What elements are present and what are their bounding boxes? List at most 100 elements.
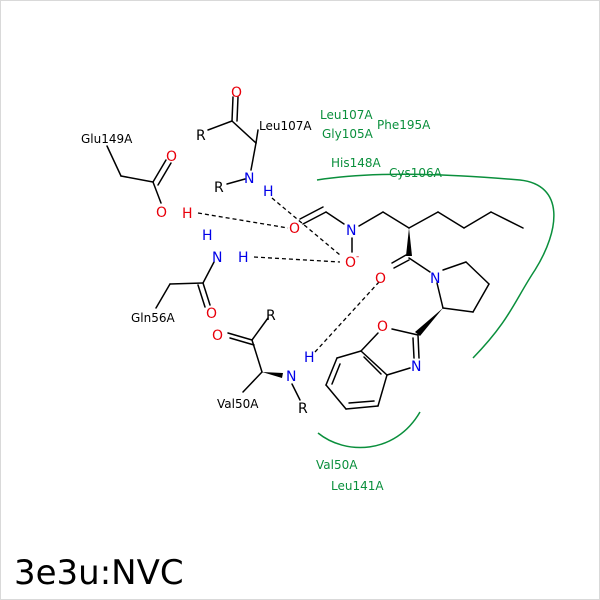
bond [412, 337, 415, 359]
atom-o: O [156, 205, 167, 221]
bond [157, 162, 172, 186]
atom-r: R [266, 308, 276, 324]
bond [345, 405, 379, 410]
bond [152, 181, 162, 204]
hbond-glu149-oh [197, 212, 289, 229]
bond [463, 211, 492, 229]
atom-h: H [263, 184, 274, 200]
bond [251, 339, 263, 373]
residue-label-gln56: Gln56A [131, 311, 176, 325]
hydrophobic-label-leu107: Leu107A [320, 108, 373, 122]
wedge-bond [406, 228, 412, 256]
bond [391, 254, 407, 264]
atom-h: H [202, 228, 213, 244]
residue-labels: Glu149A Leu107A Gln56A Val50A [81, 119, 312, 411]
hydrophobic-label-leu141: Leu141A [331, 479, 384, 493]
hbond-gln56-nh [253, 256, 341, 263]
hydrophobic-residue-labels: Leu107A Gly105A Phe195A His148A Cys106A … [316, 108, 443, 493]
bond [358, 211, 384, 227]
bond [408, 257, 431, 273]
hbond-val50-nh [314, 281, 380, 353]
hydrophobic-label-cys106: Cys106A [389, 166, 443, 180]
bond [169, 282, 204, 285]
hydrophobic-arcs [316, 173, 555, 449]
hydrogen-bonds [197, 197, 380, 353]
atom-r: R [196, 128, 206, 144]
atom-o: O [345, 255, 356, 271]
bonds [106, 96, 524, 410]
bond [231, 120, 257, 144]
atom-o: O [375, 271, 386, 287]
bond [299, 206, 324, 220]
bond [302, 211, 327, 225]
bond [386, 367, 411, 376]
bond [417, 334, 420, 359]
hydrophobic-arc-bottom [317, 411, 421, 449]
bond [236, 96, 239, 122]
atom-o: O [166, 149, 177, 165]
atom-n: N [430, 271, 440, 287]
hydrophobic-label-gly105: Gly105A [322, 127, 374, 141]
bond [202, 282, 211, 306]
bond [152, 159, 167, 183]
residue-label-leu107: Leu107A [259, 119, 312, 133]
bond [442, 307, 474, 313]
hbond-leu107-nh [271, 197, 341, 256]
bond [325, 211, 345, 225]
bond [331, 363, 341, 385]
bond [382, 211, 410, 229]
bond [393, 259, 410, 269]
bond [207, 120, 233, 131]
charge-minus: - [356, 252, 359, 262]
bond [231, 96, 234, 122]
atom-r: R [214, 180, 224, 196]
bond [490, 211, 524, 229]
bond [229, 337, 255, 346]
atom-h: H [182, 206, 193, 222]
bond [336, 350, 362, 359]
atom-labels: O O H R O N H R H N H O O R H N R O N O … [156, 85, 440, 417]
atom-n: N [244, 171, 254, 187]
hydrophobic-label-val50: Val50A [316, 458, 358, 472]
bond [363, 356, 382, 375]
atom-r: R [298, 401, 308, 417]
bond [465, 261, 490, 285]
hydrophobic-label-phe195: Phe195A [377, 118, 431, 132]
residue-label-glu149: Glu149A [81, 132, 133, 146]
bond [325, 384, 347, 410]
atom-n: N [286, 369, 296, 385]
bond [251, 317, 269, 341]
bond [250, 142, 257, 171]
atom-o: O [212, 328, 223, 344]
hydrophobic-label-his148: His148A [331, 156, 382, 170]
atom-o: O [206, 306, 217, 322]
bond [348, 400, 375, 404]
atom-h: H [304, 350, 315, 366]
wedge-bond [415, 308, 443, 336]
wedge-bond [262, 372, 283, 378]
bond [360, 332, 379, 352]
bond [442, 261, 467, 271]
bond [242, 371, 263, 393]
atom-n: N [212, 250, 222, 266]
bond [227, 332, 253, 341]
bond [106, 145, 122, 177]
atom-n: N [346, 223, 356, 239]
bond [291, 383, 301, 401]
bond [377, 374, 388, 407]
bond [472, 283, 490, 313]
atom-o: O [289, 221, 300, 237]
bond [325, 357, 338, 386]
bond [155, 283, 171, 309]
bond [360, 350, 388, 376]
bond [255, 129, 259, 144]
atom-o: O [377, 319, 388, 335]
bond [437, 211, 465, 229]
atom-n: N [411, 359, 421, 375]
wedge-bonds [262, 228, 443, 378]
atom-h: H [238, 250, 249, 266]
diagram-title: 3e3u:NVC [14, 553, 184, 593]
